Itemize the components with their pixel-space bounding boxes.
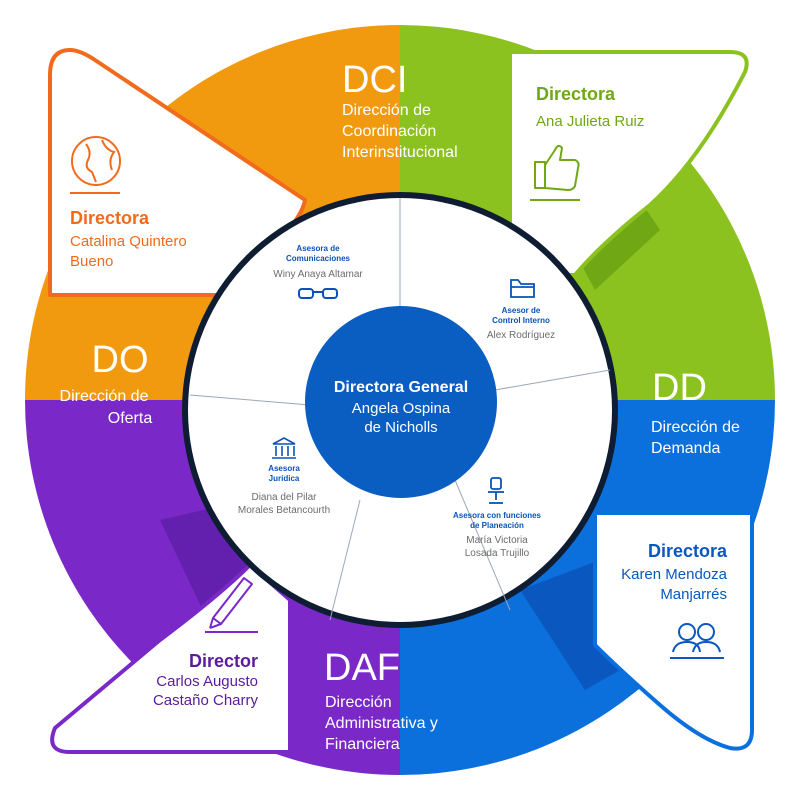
center-name-line2: de Nicholls <box>364 419 437 436</box>
advisor-juridica-role-line1: Asesora <box>268 464 300 473</box>
director-bottom-right: Directora Karen Mendoza Manjarrés <box>621 541 728 659</box>
thumbs-up-icon <box>530 144 580 201</box>
advisor-planeacion-name-line1: María Victoria <box>466 535 528 546</box>
director-bottom-right-name-line2: Manjarrés <box>660 586 727 603</box>
direction-dd: DD Dirección de Demanda <box>651 367 740 457</box>
center-circle <box>305 306 497 498</box>
direction-dci: DCI Dirección de Coordinación Interinsti… <box>342 59 458 161</box>
glasses-icon <box>298 288 338 299</box>
advisor-juridica-name-line1: Diana del Pilar <box>251 492 317 503</box>
director-top-right-role: Directora <box>536 84 616 104</box>
daf-line1: Dirección <box>325 694 392 711</box>
do-line1: Dirección de <box>60 388 149 405</box>
advisor-juridica-role-line2: Jurídica <box>269 474 300 483</box>
do-line2: Oferta <box>108 410 153 427</box>
office-chair-icon <box>488 477 504 504</box>
dd-line2: Demanda <box>651 440 720 457</box>
director-bottom-left-role: Director <box>189 651 258 671</box>
advisor-control-interno: Asesor de Control Interno Alex Rodríguez <box>487 279 555 341</box>
director-top-left: Directora Catalina Quintero Bueno <box>70 136 187 270</box>
director-bottom-right-name-line1: Karen Mendoza <box>621 566 728 583</box>
advisor-planeacion-role-line1: Asesora con funciones <box>453 511 542 520</box>
director-bottom-left-name-line2: Castaño Charry <box>153 692 259 709</box>
direction-do: DO Dirección de Oferta <box>60 339 153 427</box>
courthouse-icon <box>272 437 296 459</box>
advisor-comunicaciones-name: Winy Anaya Altamar <box>273 269 363 280</box>
daf-abbr: DAF <box>324 647 400 689</box>
dd-line1: Dirección de <box>651 419 740 436</box>
dci-line2: Coordinación <box>342 123 436 140</box>
director-top-left-name-line1: Catalina Quintero <box>70 233 187 250</box>
director-bottom-right-role: Directora <box>648 541 728 561</box>
advisor-comunicaciones-role-line2: Comunicaciones <box>286 254 351 263</box>
advisor-control-role-line2: Control Interno <box>492 316 550 325</box>
dci-line3: Interinstitucional <box>342 144 458 161</box>
people-icon <box>670 623 724 659</box>
daf-line3: Financiera <box>325 736 400 753</box>
daf-line2: Administrativa y <box>325 715 438 732</box>
director-bottom-left: Director Carlos Augusto Castaño Charry <box>153 577 259 709</box>
dci-abbr: DCI <box>342 59 407 101</box>
director-bottom-left-name-line1: Carlos Augusto <box>156 673 258 690</box>
director-top-right-name: Ana Julieta Ruiz <box>536 113 644 130</box>
folder-icon <box>510 279 535 298</box>
dd-abbr: DD <box>652 367 707 409</box>
center-role: Directora General <box>334 379 468 396</box>
director-top-right: Directora Ana Julieta Ruiz <box>530 84 644 201</box>
advisor-control-role-line1: Asesor de <box>502 306 541 315</box>
do-abbr: DO <box>92 339 149 381</box>
advisor-planeacion-name-line2: Losada Trujillo <box>465 548 530 559</box>
advisor-juridica-name-line2: Morales Betancourth <box>238 505 330 516</box>
director-top-left-name-line2: Bueno <box>70 253 113 270</box>
pencil-icon <box>205 577 258 633</box>
card-top-right <box>508 50 749 277</box>
advisor-planeacion: Asesora con funciones de Planeación Marí… <box>453 477 542 559</box>
advisor-comunicaciones: Asesora de Comunicaciones Winy Anaya Alt… <box>273 244 363 299</box>
center-name-line1: Angela Ospina <box>352 400 451 417</box>
director-top-left-role: Directora <box>70 208 150 228</box>
dci-line1: Dirección de <box>342 102 431 119</box>
card-bottom-right <box>593 511 754 751</box>
advisor-planeacion-role-line2: de Planeación <box>470 521 524 530</box>
globe-americas-icon <box>70 136 121 194</box>
inner-dividers <box>189 198 611 621</box>
advisor-juridica: Asesora Jurídica Diana del Pilar Morales… <box>238 437 330 516</box>
advisor-control-name: Alex Rodríguez <box>487 330 555 341</box>
direction-daf: DAF Dirección Administrativa y Financier… <box>324 647 438 753</box>
advisor-comunicaciones-role-line1: Asesora de <box>296 244 340 253</box>
